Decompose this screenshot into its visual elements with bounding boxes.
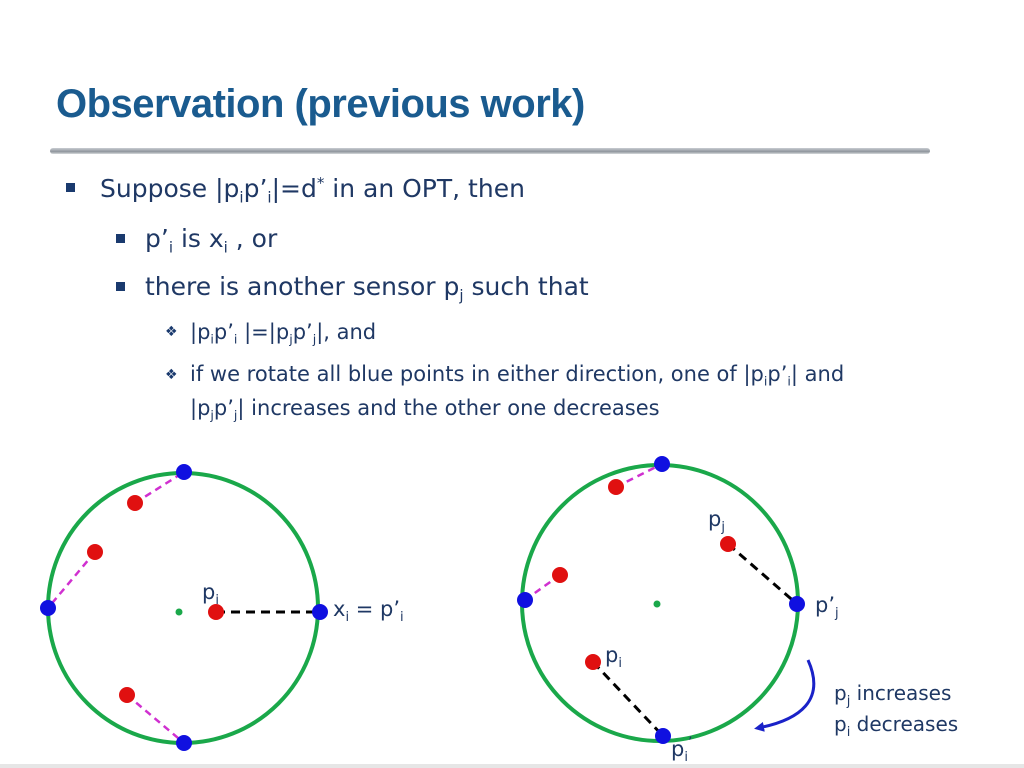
red-point	[87, 544, 103, 560]
blue-point	[517, 592, 533, 608]
blue-point-xi	[312, 604, 328, 620]
label-pj-increases: pj increases	[834, 681, 951, 709]
subscript: i	[223, 238, 228, 257]
text: if we rotate all blue points in either d…	[190, 362, 764, 386]
label-pi-decreases: pi decreases	[834, 712, 958, 740]
text: |, and	[316, 320, 377, 344]
bullet-suppose: Suppose |pip’i|=d* in an OPT, then	[100, 174, 525, 206]
blue-point-pi-prime	[655, 728, 671, 744]
blue-point	[654, 456, 670, 472]
red-point-pi	[585, 654, 601, 670]
bullet-diamond-icon: ❖	[165, 367, 178, 383]
subscript: j	[210, 407, 214, 423]
subscript: i	[787, 373, 791, 389]
bullet-diamond-icon: ❖	[165, 324, 178, 340]
text: |=|p	[237, 320, 290, 344]
red-point	[127, 495, 143, 511]
subscript: i	[233, 331, 238, 347]
bullet-rotate: if we rotate all blue points in either d…	[190, 362, 844, 388]
subscript: j	[459, 286, 464, 305]
magenta-link	[126, 694, 185, 744]
slide-title: Observation (previous work)	[56, 82, 585, 126]
center-point	[175, 608, 183, 616]
red-point	[119, 687, 135, 703]
bullet-another-sensor: there is another sensor pj such that	[145, 272, 589, 304]
label-pj-prime: p’j	[815, 593, 839, 621]
bullet-square-icon	[116, 234, 125, 243]
subscript: i	[267, 188, 272, 207]
label-pi-prime: pi’	[671, 735, 692, 765]
blue-point	[176, 735, 192, 751]
magenta-link	[134, 470, 185, 505]
text: is x	[173, 224, 224, 253]
title-divider	[50, 148, 930, 154]
red-point-pj	[720, 536, 736, 552]
red-point	[608, 479, 624, 495]
text: | increases and the other one decreases	[237, 396, 660, 420]
bullet-equal-distance: |pip’i |=|pjp’j|, and	[190, 320, 376, 346]
subscript: j	[289, 331, 293, 347]
label-pi: pi	[605, 643, 622, 671]
text: p’	[213, 396, 234, 420]
label-pi: pi	[202, 580, 219, 608]
figure-left: pi xi = p’i	[40, 464, 404, 751]
label-xi-equals-pi-prime: xi = p’i	[333, 597, 404, 625]
bullet-pi-is-xi: p’i is xi , or	[145, 224, 277, 256]
text: p’	[145, 224, 169, 253]
text: |p	[190, 396, 211, 420]
label-pj: pj	[708, 507, 725, 535]
footer-bar	[0, 764, 1024, 768]
blue-point	[176, 464, 192, 480]
black-dashed-link-j	[727, 542, 798, 606]
text: Suppose |p	[100, 174, 240, 203]
figure-right: pj p’j pi pi’ pj increases pi decreases	[517, 456, 958, 765]
text: |=d	[271, 174, 317, 203]
subscript: i	[239, 188, 244, 207]
text: p’	[243, 174, 268, 203]
sensor-circle	[46, 471, 320, 745]
black-dashed-link-i	[591, 660, 665, 738]
text: p’	[767, 362, 788, 386]
subscript: i	[168, 238, 173, 257]
bullet-square-icon	[116, 282, 125, 291]
rotation-arrow-icon	[754, 659, 816, 732]
text: , or	[227, 224, 278, 253]
text: |p	[190, 320, 211, 344]
bullet-rotate-continued: |pjp’j| increases and the other one decr…	[190, 396, 660, 422]
text: | and	[790, 362, 845, 386]
subscript: i	[210, 331, 214, 347]
red-point-pi	[208, 604, 224, 620]
text: such that	[463, 272, 589, 301]
subscript: j	[312, 331, 317, 347]
blue-point-pj-prime	[789, 596, 805, 612]
subscript: j	[233, 407, 238, 423]
bullet-square-icon	[66, 183, 75, 192]
blue-point	[40, 600, 56, 616]
text: in an OPT, then	[324, 174, 525, 203]
text: p’	[292, 320, 313, 344]
red-point	[552, 567, 568, 583]
magenta-link	[615, 462, 663, 489]
center-point	[653, 600, 661, 608]
text: p’	[213, 320, 234, 344]
superscript: *	[316, 174, 325, 192]
text: there is another sensor p	[145, 272, 460, 301]
subscript: i	[763, 373, 768, 389]
magenta-link	[47, 551, 96, 609]
